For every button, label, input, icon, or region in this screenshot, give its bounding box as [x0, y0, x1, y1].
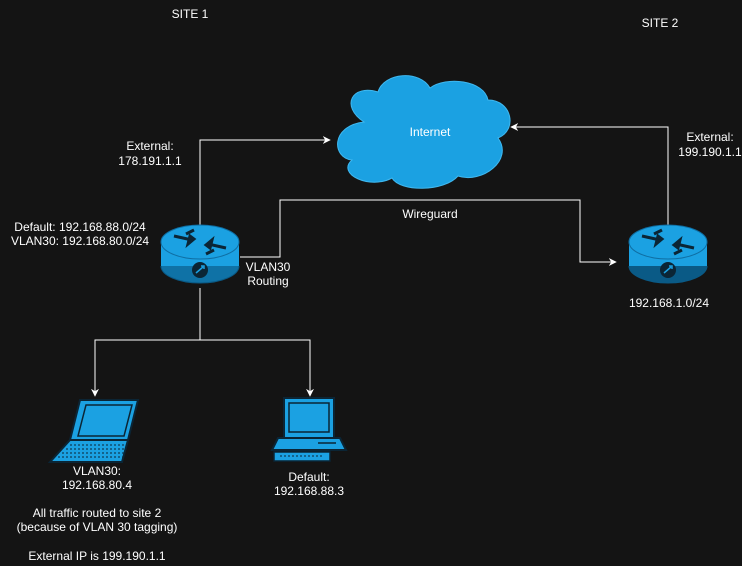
router-icon — [160, 224, 240, 284]
internet-label: Internet — [410, 125, 451, 139]
router2-external-label: External: — [686, 130, 733, 144]
laptop-note-line2: (because of VLAN 30 tagging) — [17, 520, 178, 534]
desktop-computer-icon — [270, 397, 348, 462]
router1-vlan-network: VLAN30: 192.168.80.0/24 — [11, 234, 149, 248]
site-2-label: SITE 2 — [642, 16, 679, 30]
router-icon — [628, 224, 708, 284]
vlan-routing-label-line1: VLAN30 — [246, 260, 291, 274]
site-1-label: SITE 1 — [172, 7, 209, 21]
laptop-label-line2: 192.168.80.4 — [62, 478, 132, 492]
router1-external-label: External: — [126, 139, 173, 153]
wireguard-tunnel-link — [240, 199, 617, 266]
laptop-note-line3: External IP is 199.190.1.1 — [28, 549, 166, 563]
desktop-label-line1: Default: — [288, 470, 329, 484]
router2-external-ip: 199.190.1.1 — [678, 145, 742, 159]
router1-default-network: Default: 192.168.88.0/24 — [14, 220, 146, 234]
laptop-label-line1: VLAN30: — [73, 464, 121, 478]
router1-to-internet-link — [199, 136, 331, 225]
laptop-note-line1: All traffic routed to site 2 — [33, 506, 162, 520]
connectors — [91, 123, 669, 397]
router1-to-desktop-link — [200, 339, 314, 397]
router1-external-ip: 178.191.1.1 — [118, 154, 182, 168]
wireguard-label: Wireguard — [402, 207, 457, 221]
vlan-routing-label-line2: Routing — [247, 274, 288, 288]
router1-to-laptop-link — [91, 288, 201, 397]
router2-to-internet-link — [510, 123, 669, 225]
cloud-icon — [337, 75, 511, 189]
router2-subnet: 192.168.1.0/24 — [629, 296, 709, 310]
laptop-icon — [47, 399, 140, 463]
desktop-label-line2: 192.168.88.3 — [274, 484, 344, 498]
